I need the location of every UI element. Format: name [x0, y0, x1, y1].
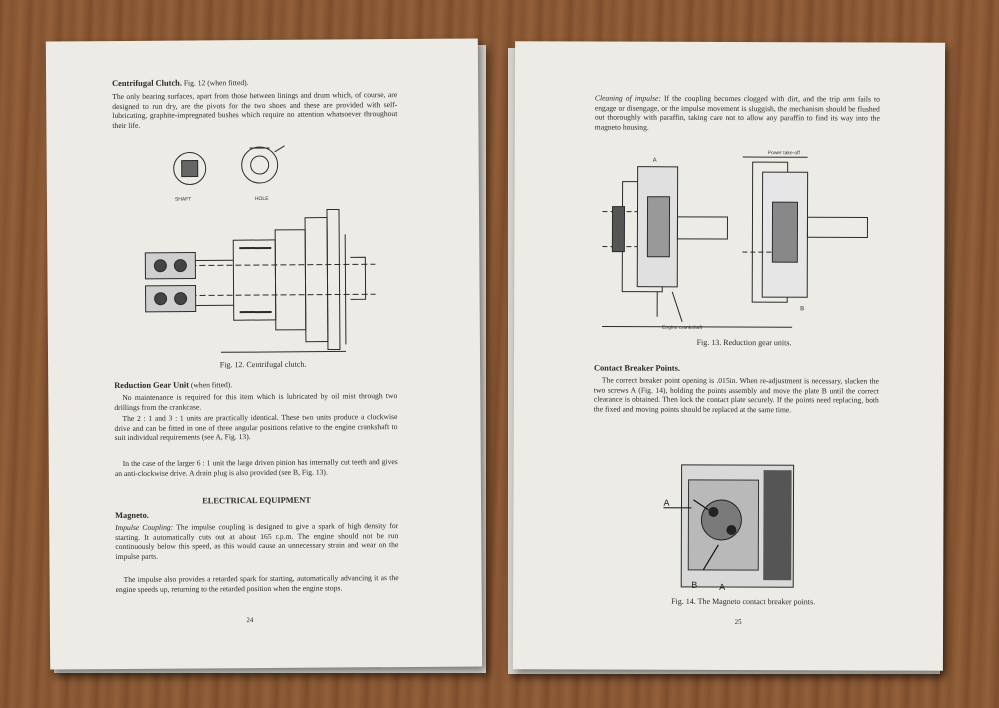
- figure-13-reduction-gear-units: Power take-off Engine crankshaft A B: [602, 150, 868, 331]
- reduction-paragraph-1: No maintenance is required for this item…: [114, 391, 398, 412]
- fig14-label-a-bottom: A: [719, 582, 725, 592]
- fig13-label-b: B: [800, 306, 804, 312]
- centrifugal-heading: Centrifugal Clutch.: [112, 78, 182, 89]
- fig13-label-a: A: [653, 158, 657, 164]
- left-page: Centrifugal Clutch. Fig. 12 (when fitted…: [45, 38, 483, 670]
- reduction-heading-line: Reduction Gear Unit (when fitted).: [114, 379, 414, 391]
- right-page: Cleaning of impulse: If the coupling bec…: [512, 41, 946, 671]
- fig13-engine-crankshaft-label: Engine crankshaft: [662, 325, 703, 331]
- centrifugal-body: The only bearing surfaces, apart from th…: [112, 90, 398, 130]
- impulse-coupling-paragraph: Impulse Coupling: The impulse coupling i…: [115, 521, 398, 561]
- contact-breaker-body: The correct breaker point opening is .01…: [593, 375, 879, 414]
- fig12-shaft-label: SHAFT: [175, 197, 191, 203]
- reduction-heading: Reduction Gear Unit: [114, 380, 190, 391]
- contact-breaker-heading: Contact Breaker Points.: [593, 363, 680, 373]
- fig12-hole-label: HOLE: [255, 196, 269, 202]
- fig13-caption: Fig. 13. Reduction gear units.: [696, 337, 792, 348]
- figure-12-centrifugal-clutch: SHAFT HOLE: [144, 145, 376, 353]
- right-page-number: 25: [734, 618, 742, 627]
- impulse-coupling-label: Impulse Coupling:: [115, 522, 174, 533]
- figure-14-magneto-contact-breaker: A B A: [663, 464, 795, 592]
- centrifugal-heading-line: Centrifugal Clutch. Fig. 12 (when fitted…: [112, 77, 412, 89]
- fig13-power-take-off-label: Power take-off: [768, 150, 801, 156]
- fig14-label-a-left: A: [663, 498, 669, 508]
- left-page-number: 24: [246, 616, 254, 625]
- magneto-heading: Magneto.: [115, 510, 149, 521]
- reduction-paragraph-3: In the case of the larger 6 : 1 unit the…: [114, 457, 398, 478]
- reduction-heading-rest: (when fitted).: [190, 380, 233, 390]
- fig14-label-b: B: [691, 580, 697, 590]
- impulse-paragraph-2: The impulse also provides a retarded spa…: [115, 573, 399, 594]
- cleaning-impulse-paragraph: Cleaning of impulse: If the coupling bec…: [595, 94, 880, 133]
- electrical-equipment-heading: ELECTRICAL EQUIPMENT: [202, 495, 311, 506]
- centrifugal-heading-rest: Fig. 12 (when fitted).: [183, 78, 249, 88]
- fig12-caption: Fig. 12. Centrifugal clutch.: [219, 359, 307, 370]
- cleaning-impulse-label: Cleaning of impulse:: [594, 93, 661, 103]
- fig14-caption: Fig. 14. The Magneto contact breaker poi…: [671, 596, 816, 607]
- reduction-paragraph-2: The 2 : 1 and 3 : 1 units are practicall…: [114, 412, 398, 443]
